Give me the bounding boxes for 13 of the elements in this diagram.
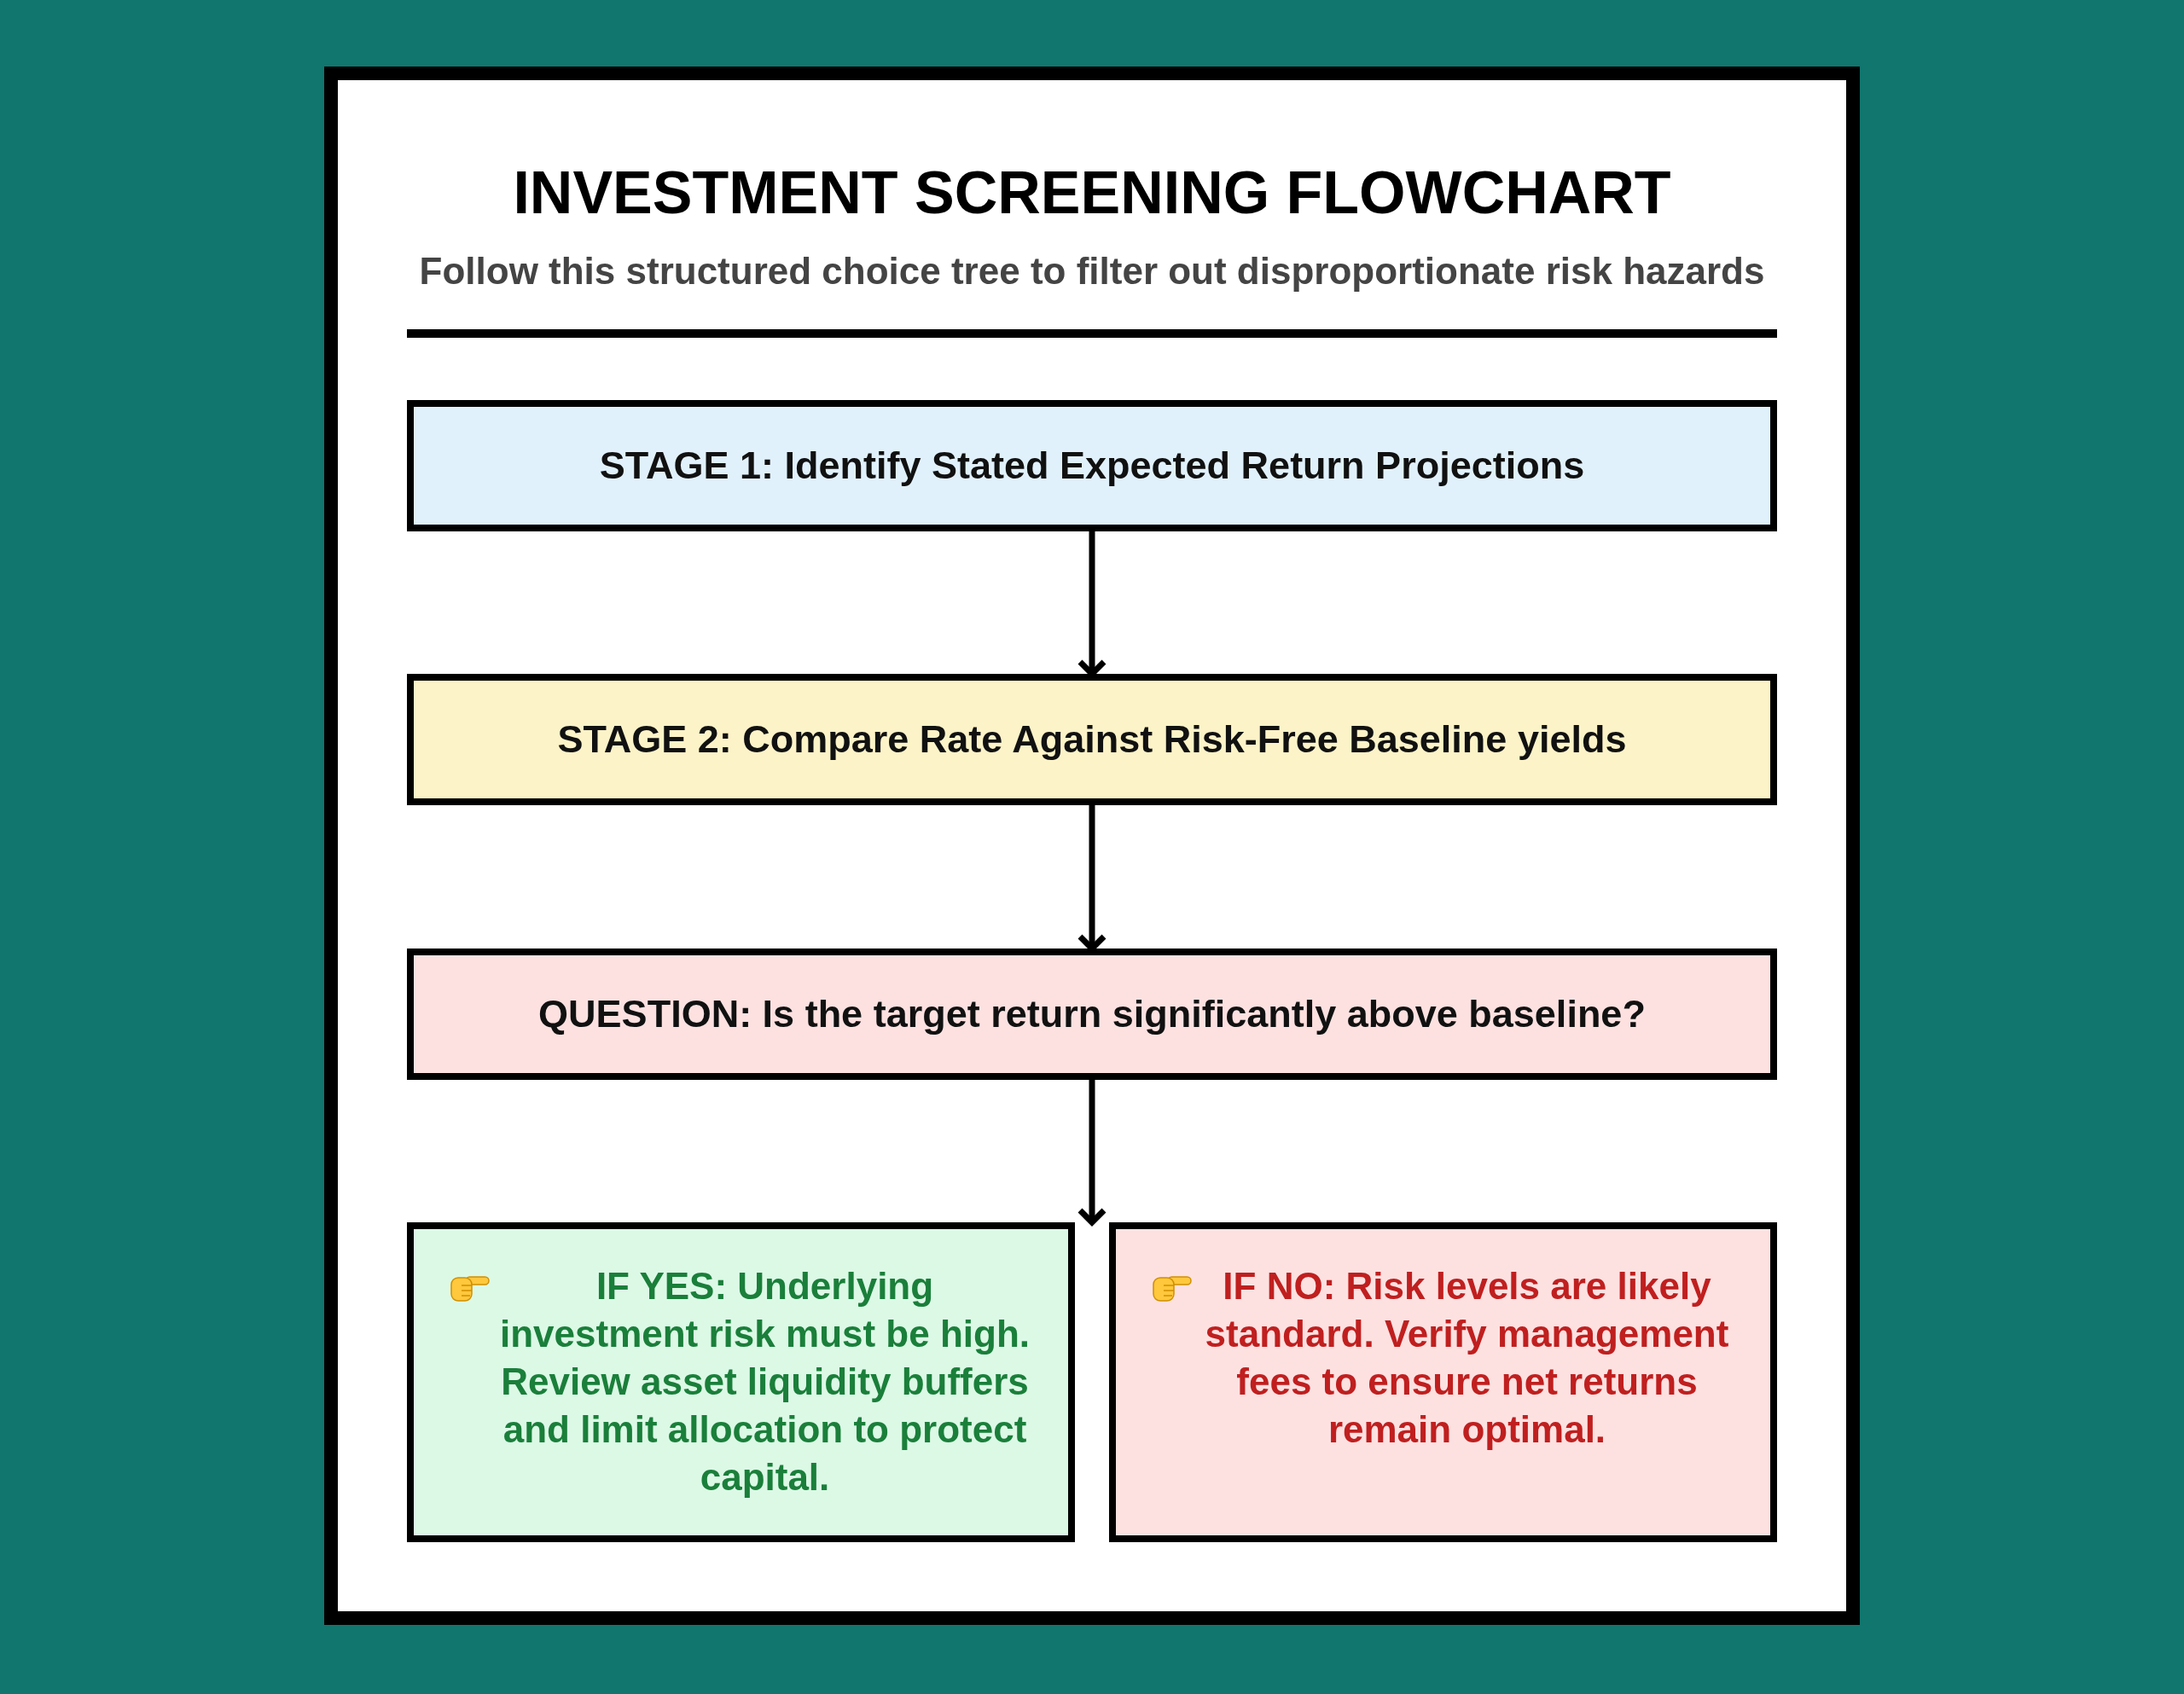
outcome-box (407, 1222, 1075, 1542)
step-text: STAGE 2: Compare Rate Against Risk-Free Baseline yields (557, 716, 1627, 763)
outcome-box (1109, 1222, 1777, 1542)
decision-box (407, 949, 1777, 1080)
subtitle-text: Follow this structured choice tree to filter out disproportionate risk hazards (419, 249, 1765, 293)
flowchart-title: INVESTMENT SCREENING FLOWCHART (513, 159, 1671, 227)
step-text: STAGE 1: Identify Stated Expected Return Projections (599, 443, 1585, 489)
arrow (1077, 1080, 1107, 1226)
question-text: QUESTION: Is the target return significantly above baseline? (538, 991, 1646, 1037)
outcome-text: IF NO: Risk levels are likely standard. Verify management fees to ensure net returns remain optimal. (1204, 1264, 1730, 1452)
outcome-text: IF YES: Underlying investment risk must be high. Review asset liquidity buffers and limit allocation to protect capital. (499, 1264, 1031, 1500)
process-box (407, 674, 1777, 805)
process-box (407, 400, 1777, 531)
